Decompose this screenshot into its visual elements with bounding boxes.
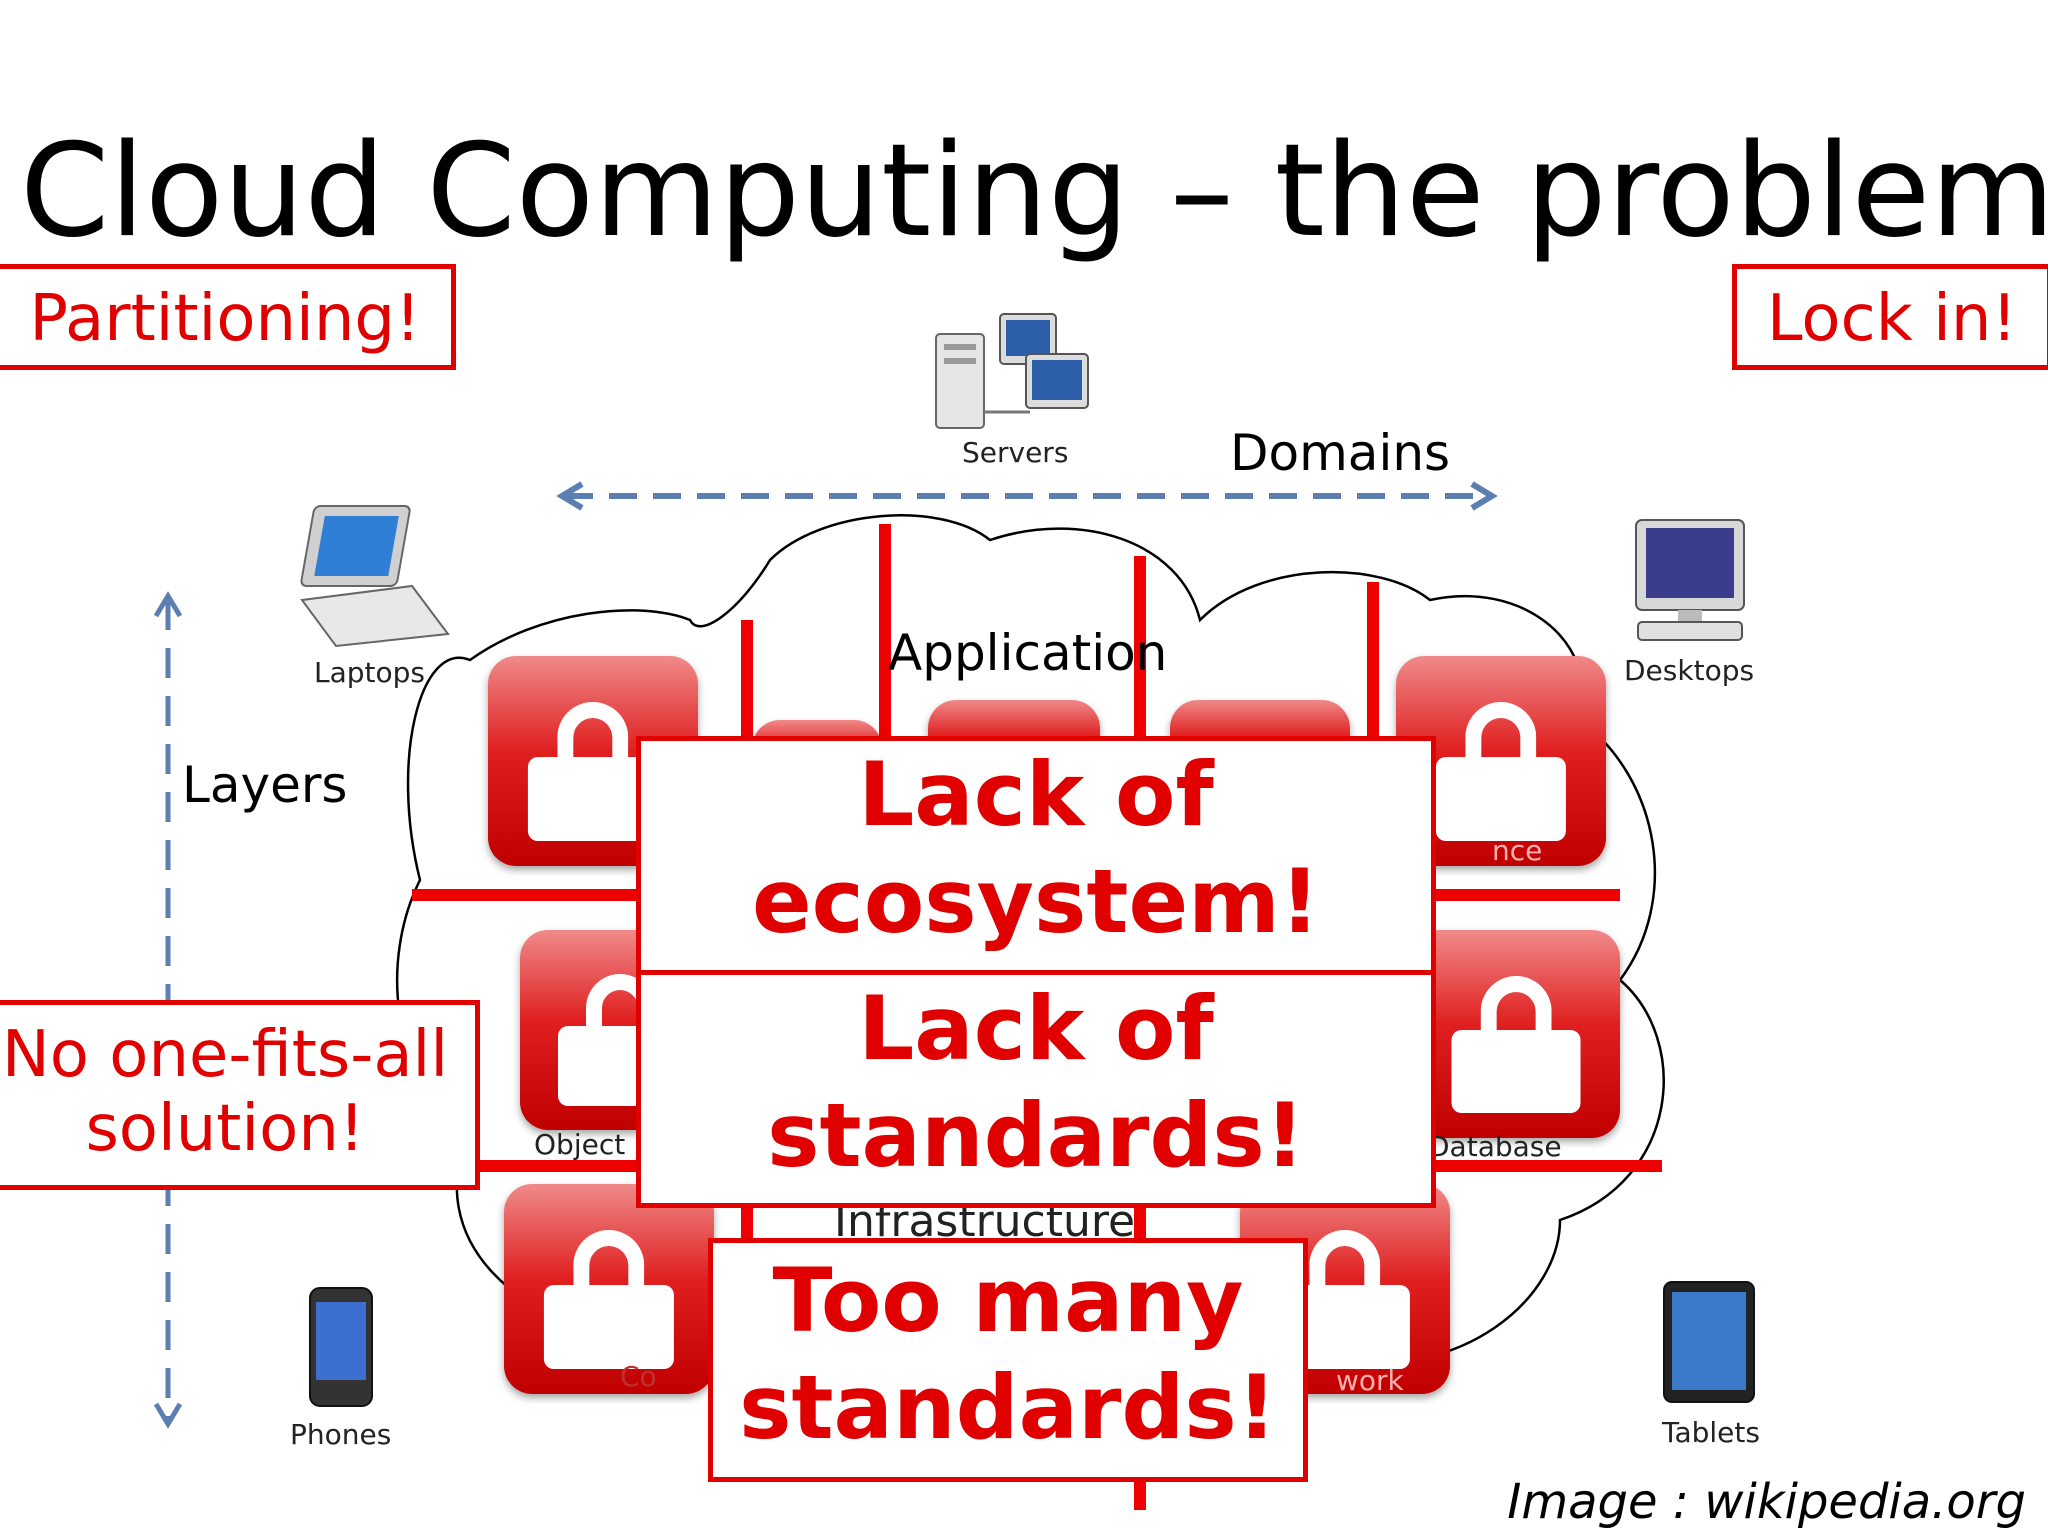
phones-label: Phones: [290, 1418, 392, 1451]
slide-title: Cloud Computing – the problem: [20, 117, 2048, 266]
too-many-line-2: standards!: [739, 1356, 1277, 1460]
layers-label: Layers: [182, 756, 348, 814]
domains-label: Domains: [1230, 424, 1451, 482]
network-label: work: [1336, 1364, 1404, 1397]
standards-line-1: Lack of: [858, 977, 1214, 1080]
servers-label: Servers: [962, 436, 1069, 469]
ecosystem-line-1: Lack of: [858, 743, 1214, 846]
no-one-fits-tag: No one-fits-all solution!: [0, 1000, 480, 1190]
desktop-icon: [1635, 519, 1745, 641]
ecosystem-line-2: ecosystem!: [751, 850, 1320, 954]
tablets-label: Tablets: [1662, 1416, 1760, 1449]
compute-label: Co: [620, 1360, 657, 1393]
cloud-outline: [395, 514, 1665, 1427]
lock-icon: [1412, 930, 1620, 1138]
image-credit: Image : wikipedia.org: [1507, 1474, 2026, 1530]
application-label: Application: [888, 624, 1168, 682]
no-one-fits-line-1: No one-fits-all: [1, 1018, 449, 1092]
phone-icon: [309, 1287, 373, 1407]
no-one-fits-line-2: solution!: [85, 1091, 365, 1166]
tablet-icon: [1663, 1281, 1755, 1403]
too-many-line-1: Too many: [772, 1249, 1244, 1352]
lack-of-standards-box: Lack of standards!: [636, 970, 1436, 1208]
laptop-icon: [300, 505, 450, 648]
standards-line-2: standards!: [767, 1084, 1305, 1188]
lock-icon: [504, 1184, 714, 1394]
object-storage-label: Object: [534, 1128, 626, 1161]
servers-icon: [935, 313, 1089, 429]
partitioning-tag: Partitioning!: [0, 264, 456, 370]
desktops-label: Desktops: [1624, 654, 1755, 687]
lock-in-tag: Lock in!: [1732, 264, 2048, 370]
database-label: Database: [1428, 1130, 1562, 1163]
laptops-label: Laptops: [314, 656, 426, 689]
too-many-standards-box: Too many standards!: [708, 1238, 1308, 1482]
lack-of-ecosystem-box: Lack of ecosystem!: [636, 736, 1436, 976]
platform-label: nce: [1492, 834, 1543, 867]
